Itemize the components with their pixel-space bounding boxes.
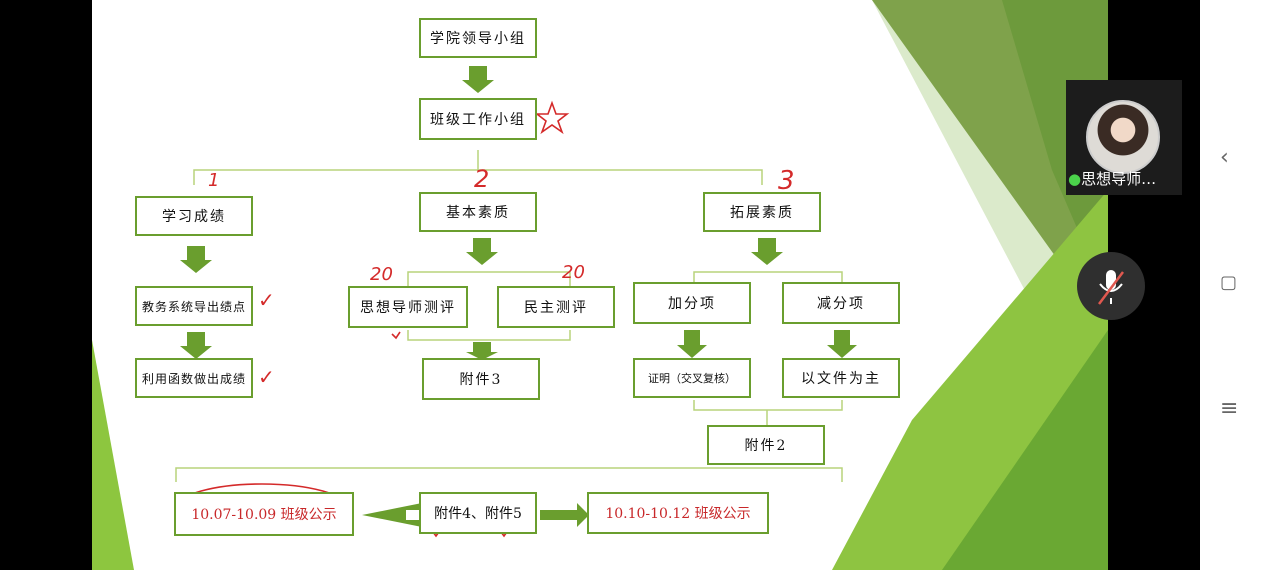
arrow-down-b3a bbox=[677, 330, 707, 358]
box-attachment-3: 附件3 bbox=[422, 358, 540, 400]
box-attachment-4-5: 附件4、附件5 bbox=[419, 492, 537, 534]
annotation-number-1: 1 bbox=[208, 170, 220, 191]
presentation-slide: 学院领导小组 班级工作小组 学习成绩 基本素质 拓展素质 教务系统导出绩点 利用… bbox=[92, 0, 1108, 570]
arrow-down-b2 bbox=[466, 238, 498, 265]
arrow-down-b3b bbox=[827, 330, 857, 358]
box-publicity-1: 10.07-10.09 班级公示 bbox=[174, 492, 354, 536]
bracket-b2 bbox=[407, 271, 571, 286]
box-attachment-2: 附件2 bbox=[707, 425, 825, 465]
box-basic-quality: 基本素质 bbox=[419, 192, 537, 232]
mark-star bbox=[534, 100, 570, 135]
annotation-number-2: 2 bbox=[474, 165, 490, 193]
annotation-weight-mentor: 20 bbox=[370, 264, 393, 285]
bracket-b2-bottom bbox=[407, 330, 571, 341]
bracket-b3-bottom bbox=[693, 400, 843, 411]
mic-muted-icon bbox=[1098, 270, 1124, 305]
box-extended-quality: 拓展素质 bbox=[703, 192, 821, 232]
bracket-publish bbox=[175, 467, 843, 482]
participant-avatar bbox=[1086, 100, 1160, 174]
deco-green-4 bbox=[942, 330, 1108, 570]
connector-layer bbox=[175, 66, 857, 538]
arrow-right-pub2 bbox=[540, 503, 589, 527]
annotation-check-1: ✓ bbox=[258, 288, 275, 312]
arrow-down-b1a bbox=[180, 332, 212, 359]
box-mentor-eval: 思想导师测评 bbox=[348, 286, 468, 328]
participant-name: ●思想导师… bbox=[1068, 170, 1157, 188]
mute-button[interactable] bbox=[1077, 252, 1145, 320]
box-publicity-2: 10.10-10.12 班级公示 bbox=[587, 492, 769, 534]
mark-tick-b2a bbox=[391, 331, 401, 340]
arrow-down-b3 bbox=[751, 238, 783, 265]
box-document-based: 以文件为主 bbox=[782, 358, 900, 398]
annotation-number-3: 3 bbox=[778, 166, 795, 196]
system-nav-bar bbox=[1200, 0, 1268, 570]
box-proof-crosscheck: 证明（交叉复核） bbox=[633, 358, 751, 398]
box-college-leaders: 学院领导小组 bbox=[419, 18, 537, 58]
bracket-b3 bbox=[693, 271, 843, 282]
mic-on-icon: ● bbox=[1068, 170, 1082, 188]
box-bonus: 加分项 bbox=[633, 282, 751, 324]
box-class-work-group: 班级工作小组 bbox=[419, 98, 537, 140]
box-deduction: 减分项 bbox=[782, 282, 900, 324]
slide-decoration bbox=[92, 0, 1108, 570]
arrow-left-pub1 bbox=[362, 503, 422, 527]
arrow-down-1 bbox=[462, 66, 494, 93]
box-democratic-eval: 民主测评 bbox=[497, 286, 615, 328]
menu-icon[interactable]: ≡ bbox=[1220, 396, 1239, 421]
box-function-score: 利用函数做出成绩 bbox=[135, 358, 253, 398]
box-academic: 学习成绩 bbox=[135, 196, 253, 236]
arrow-down-b1 bbox=[180, 246, 212, 273]
deco-green-left bbox=[92, 340, 134, 570]
home-icon[interactable]: ▢ bbox=[1220, 272, 1238, 293]
arrow-down-b2-att3 bbox=[466, 342, 498, 360]
annotation-weight-democratic: 20 bbox=[562, 262, 585, 283]
back-icon[interactable]: ‹ bbox=[1220, 145, 1229, 170]
box-export-gpa: 教务系统导出绩点 bbox=[135, 286, 253, 326]
annotation-check-2: ✓ bbox=[258, 365, 275, 389]
